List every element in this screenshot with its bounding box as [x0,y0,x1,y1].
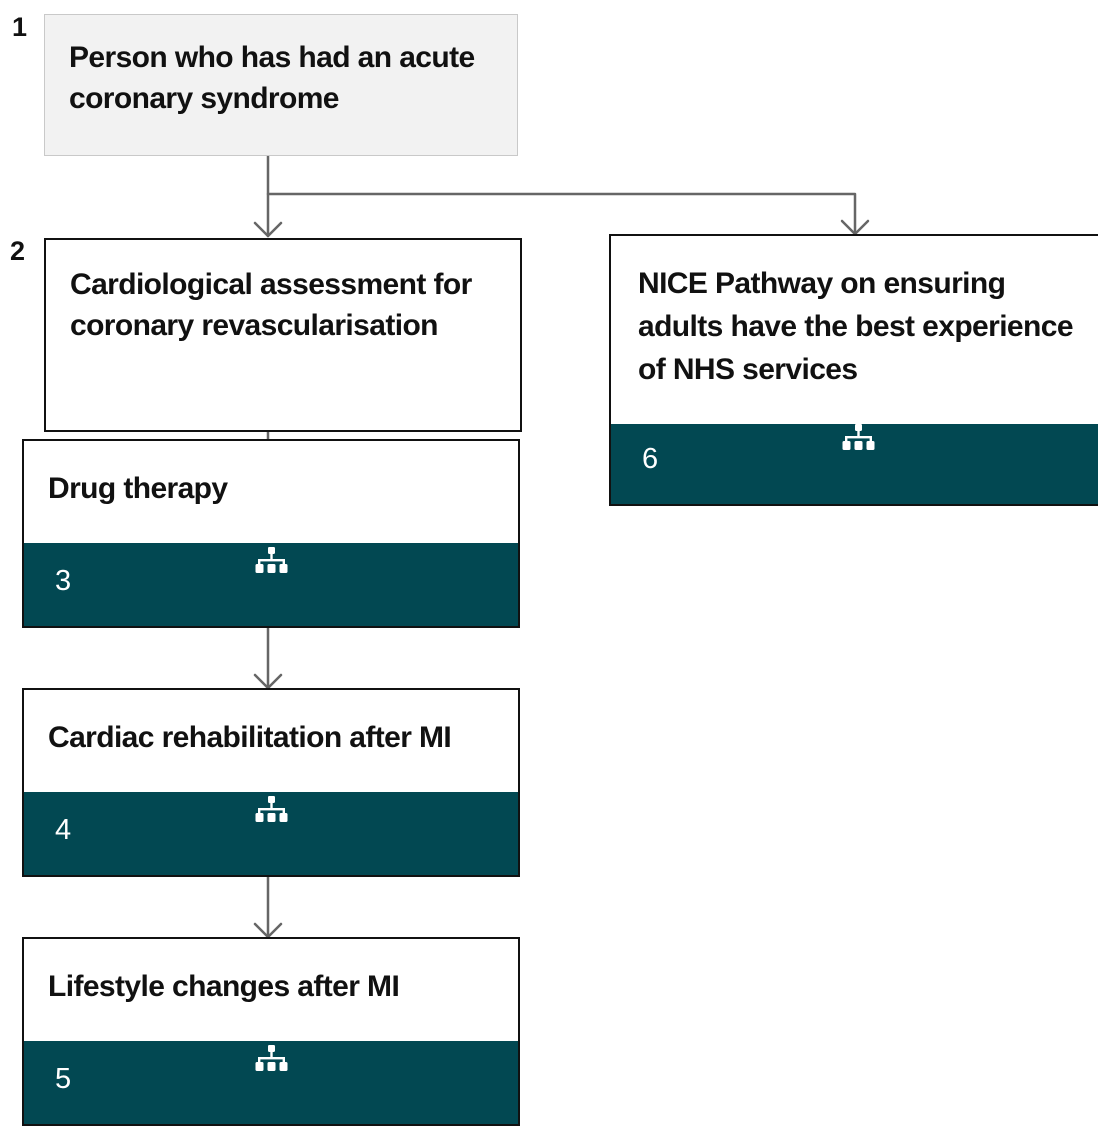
cardiac-rehab-node-title: Cardiac rehabilitation after MI [48,721,452,754]
pathway-hierarchy-icon[interactable] [253,1043,289,1079]
edge-1-to-2 [253,154,283,238]
lifestyle-node-footer: 5 [24,1041,518,1124]
node-number-3: 3 [55,565,72,597]
lifestyle-node-box[interactable]: Lifestyle changes after MI 5 [22,937,520,1126]
start-node-box: Person who has had an acute coronary syn… [44,14,518,156]
nhs-experience-node-footer: 6 [611,424,1098,504]
node-number-6: 6 [642,443,659,475]
node-number-1: 1 [12,12,28,42]
drug-therapy-node-title: Drug therapy [48,472,228,505]
drug-therapy-node-footer: 3 [24,543,518,626]
cardiac-rehab-node-box[interactable]: Cardiac rehabilitation after MI 4 [22,688,520,877]
drug-therapy-node-box[interactable]: Drug therapy 3 [22,439,520,628]
lifestyle-node-title: Lifestyle changes after MI [48,970,400,1003]
edge-3-to-4 [253,625,283,690]
pathway-hierarchy-icon[interactable] [840,422,876,458]
nhs-experience-node-title: NICE Pathway on ensuring adults have the… [638,267,1074,386]
cardiac-rehab-node-footer: 4 [24,792,518,875]
pathway-hierarchy-icon[interactable] [253,794,289,830]
pathway-hierarchy-icon[interactable] [253,545,289,581]
assessment-node-box[interactable]: Cardiological assessment for coronary re… [44,238,522,432]
nhs-experience-node-box[interactable]: NICE Pathway on ensuring adults have the… [609,234,1098,506]
edge-4-to-5 [253,874,283,939]
start-node-title: Person who has had an acute coronary syn… [69,41,475,115]
node-number-2: 2 [10,236,26,266]
assessment-node-title: Cardiological assessment for coronary re… [70,268,472,342]
edge-1-to-6 [266,192,870,236]
node-number-4: 4 [55,814,72,846]
node-number-5: 5 [55,1063,72,1095]
